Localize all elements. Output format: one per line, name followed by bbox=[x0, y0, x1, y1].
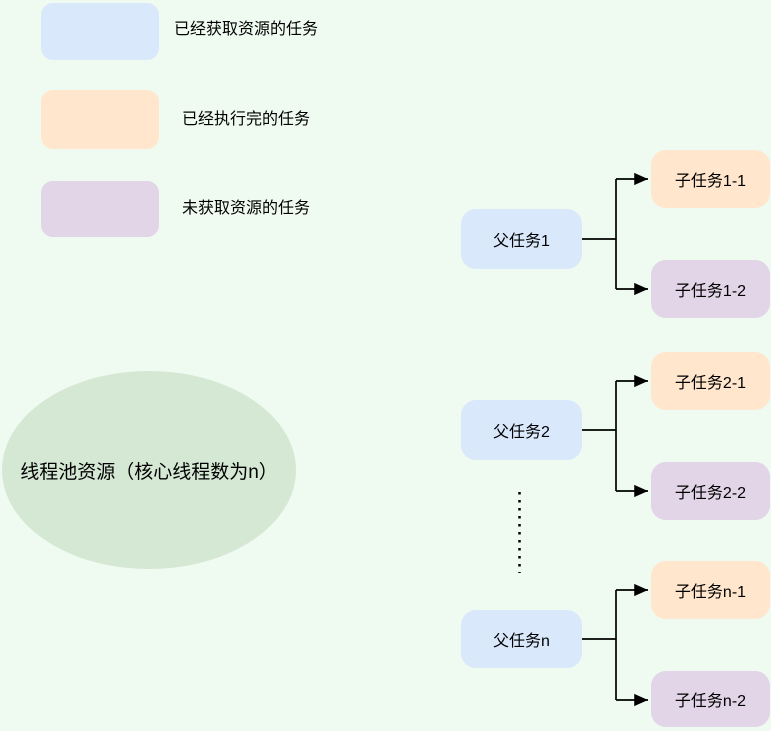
child-task-n-2-box: 子任务n-2 bbox=[651, 671, 770, 727]
legend-label-waiting: 未获取资源的任务 bbox=[181, 200, 310, 217]
child-task-2-1-box: 子任务2-1 bbox=[651, 352, 770, 410]
legend-swatch-finished bbox=[41, 90, 159, 149]
legend-swatch-acquired bbox=[41, 3, 159, 60]
legend-label-acquired: 已经获取资源的任务 bbox=[173, 21, 318, 38]
task-group-n-connectors bbox=[582, 583, 648, 707]
child-task-1-1-box: 子任务1-1 bbox=[651, 150, 770, 208]
child-task-n-1-box: 子任务n-1 bbox=[651, 561, 770, 619]
child-task-2-2-box: 子任务2-2 bbox=[651, 462, 770, 520]
parent-task-n-box: 父任务n bbox=[461, 610, 582, 668]
thread-pool-ellipse: 线程池资源（核心线程数为n） bbox=[2, 371, 296, 569]
child-task-1-2-box: 子任务1-2 bbox=[651, 260, 770, 318]
task-group-1-connectors bbox=[582, 172, 648, 296]
legend-label-finished: 已经执行完的任务 bbox=[181, 111, 310, 128]
task-group-2-connectors bbox=[582, 374, 648, 498]
parent-task-1-box: 父任务1 bbox=[461, 209, 582, 269]
thread-pool-label: 线程池资源（核心线程数为n） bbox=[20, 461, 278, 483]
parent-task-2-box: 父任务2 bbox=[461, 400, 582, 460]
legend-swatch-waiting bbox=[41, 181, 159, 237]
